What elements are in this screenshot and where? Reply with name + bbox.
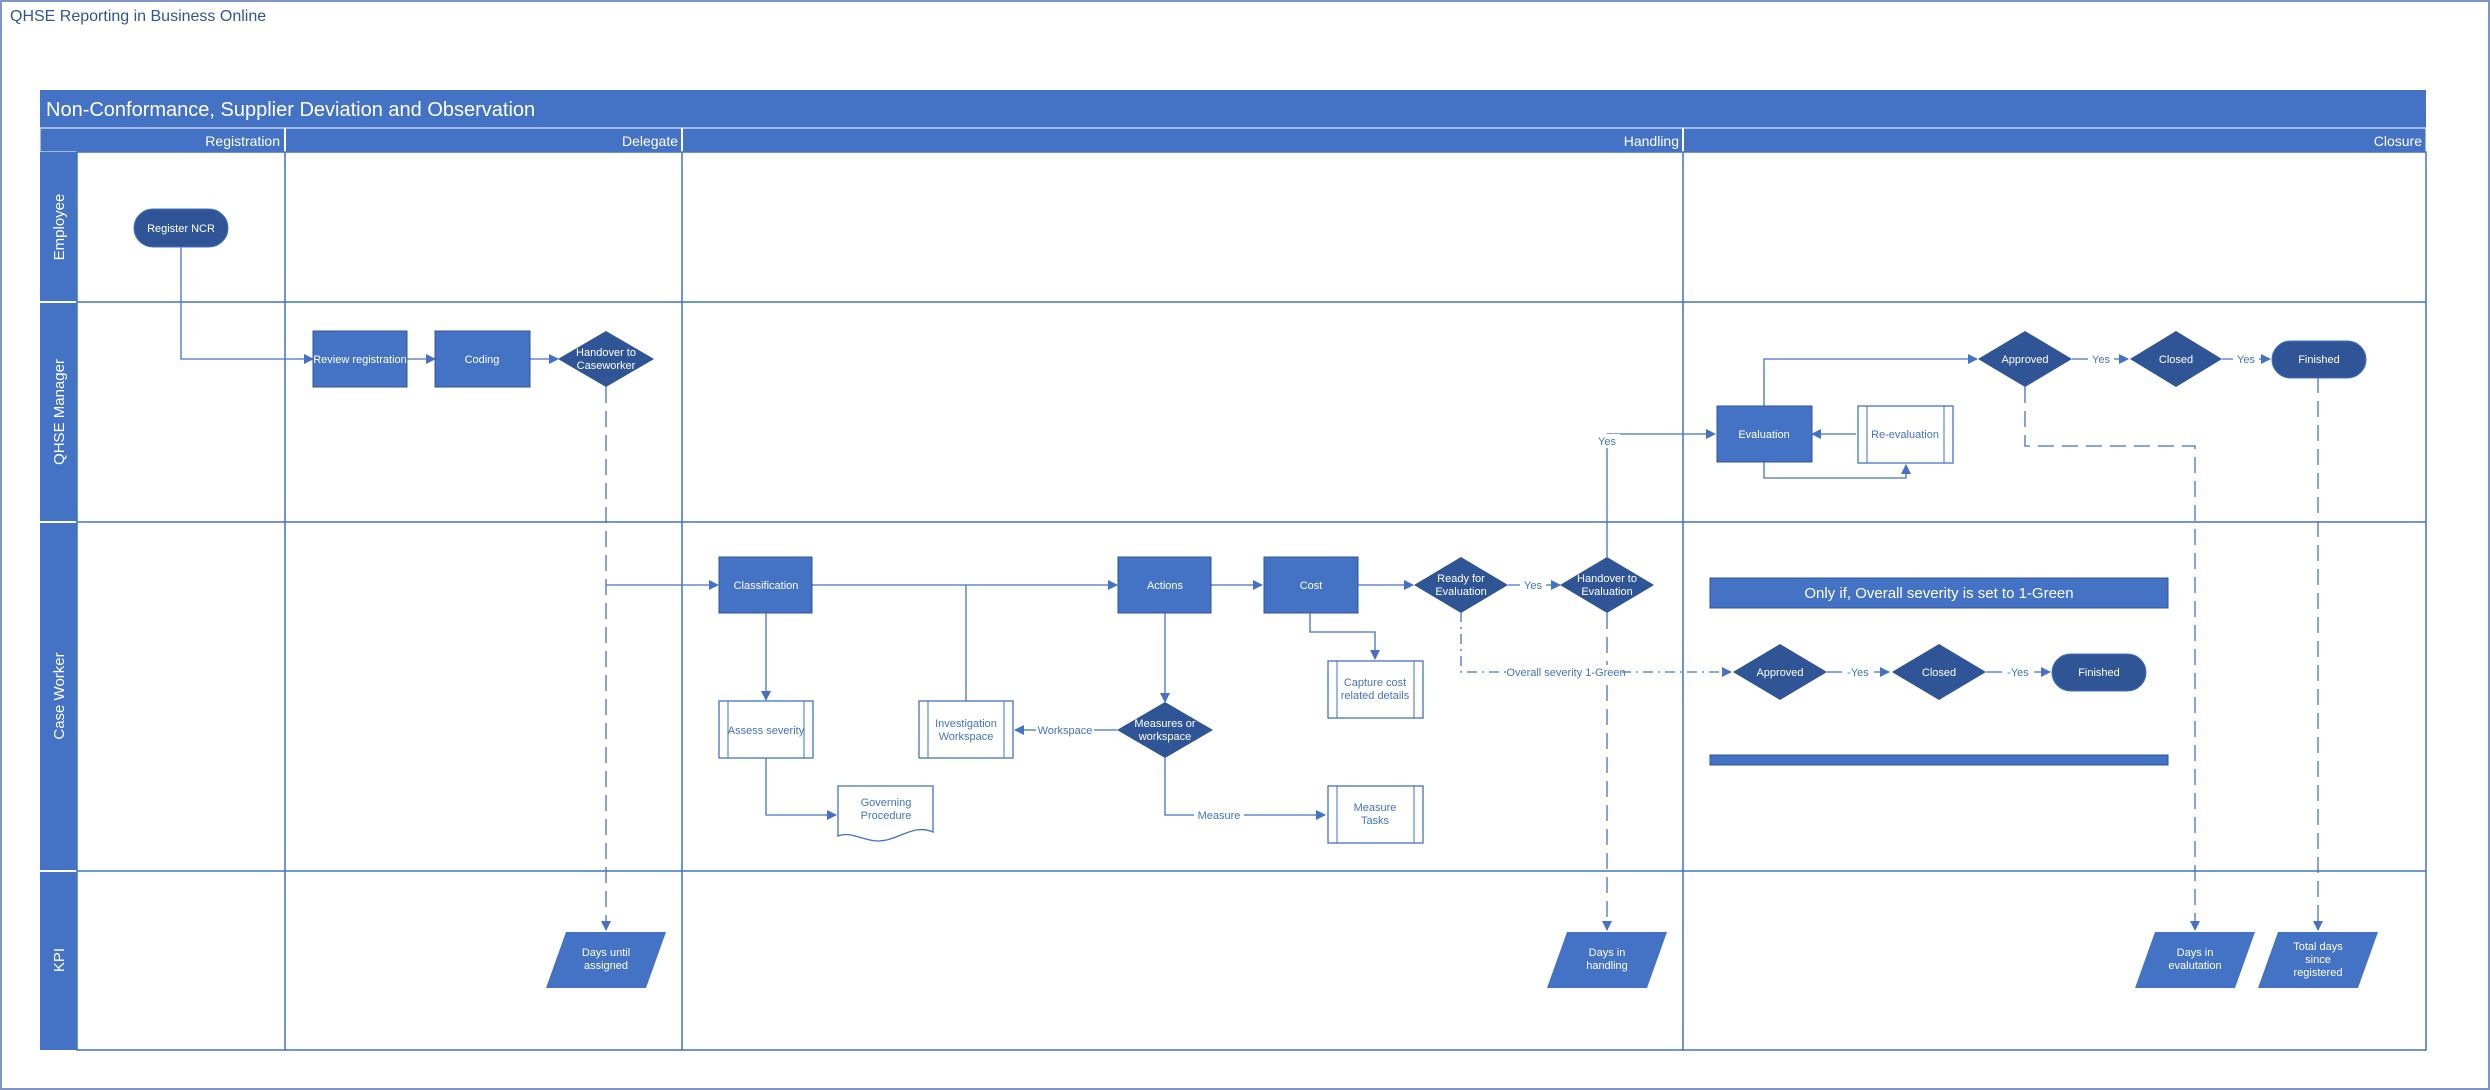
svg-text:Register NCR: Register NCR [147,223,215,235]
governing-procedure-document[interactable]: Governing Procedure [837,785,934,842]
edge-label-yes-green-approved: -Yes [1847,667,1869,679]
approved-decision[interactable]: Approved [1978,331,2072,387]
lane-grid [76,151,2427,1051]
svg-text:evalutation: evalutation [2168,960,2221,972]
phase-header-row [39,127,2427,153]
lane-qhse-manager: QHSE Manager [51,359,68,465]
capture-cost-subprocess[interactable]: Capture cost related details [1327,660,1424,719]
svg-text:Approved: Approved [1756,667,1803,679]
assess-severity-subprocess[interactable]: Assess severity [718,700,814,759]
finished-terminal[interactable]: Finished [2271,340,2367,379]
svg-text:Caseworker: Caseworker [577,360,636,372]
svg-text:Measures or: Measures or [1134,718,1195,730]
green-severity-bar [1709,754,2169,766]
phase-closure: Closure [2374,133,2422,149]
edge-label-yes-closed: Yes [2237,354,2255,366]
svg-text:Finished: Finished [2078,667,2120,679]
re-evaluation-subprocess[interactable]: Re-evaluation [1857,405,1954,464]
svg-text:since: since [2305,954,2331,966]
svg-text:Closed: Closed [1922,667,1956,679]
svg-text:registered: registered [2294,967,2343,979]
closed-green-decision[interactable]: Closed [1892,644,1986,700]
svg-text:workspace: workspace [1138,731,1192,743]
svg-text:Closed: Closed [2159,354,2193,366]
svg-text:handling: handling [1586,960,1628,972]
svg-text:Classification: Classification [734,580,799,592]
svg-text:related details: related details [1341,690,1410,702]
diagram-header [40,90,2426,128]
actions-node[interactable]: Actions [1117,556,1212,614]
svg-text:Actions: Actions [1147,580,1184,592]
finished-green-terminal[interactable]: Finished [2051,653,2147,692]
kpi-connectors [601,377,2323,931]
closed-decision[interactable]: Closed [2130,331,2222,387]
svg-text:assigned: assigned [584,960,628,972]
measures-or-workspace-decision[interactable]: Measures or workspace [1117,702,1213,758]
lane-kpi: KPI [51,948,68,972]
phase-registration: Registration [205,133,280,149]
svg-text:Review registration: Review registration [313,354,407,366]
svg-text:Procedure: Procedure [861,810,912,822]
edge-label-workspace: Workspace [1038,725,1093,737]
svg-text:Days in: Days in [2177,947,2214,959]
svg-text:Coding: Coding [465,354,500,366]
svg-text:Cost: Cost [1300,580,1323,592]
svg-text:Measure: Measure [1354,802,1397,814]
svg-text:Approved: Approved [2001,354,2048,366]
investigation-workspace-subprocess[interactable]: Investigation Workspace [918,700,1014,759]
svg-text:Finished: Finished [2298,354,2340,366]
edge-label-yes-handover: Yes [1598,436,1616,448]
edge-label-yes-green-closed: -Yes [2007,667,2029,679]
svg-text:Evaluation: Evaluation [1435,586,1486,598]
svg-text:Re-evaluation: Re-evaluation [1871,429,1939,441]
edge-label-measure: Measure [1198,810,1241,822]
svg-text:Workspace: Workspace [939,731,994,743]
handover-evaluation-decision[interactable]: Handover to Evaluation [1560,557,1654,613]
svg-text:Tasks: Tasks [1361,815,1390,827]
kpi-days-in-evaluation[interactable]: Days in evalutation [2135,932,2255,988]
svg-text:Handover to: Handover to [1577,573,1637,585]
edge-label-yes-ready: Yes [1524,580,1542,592]
svg-text:Days in: Days in [1589,947,1626,959]
svg-text:Assess severity: Assess severity [728,725,805,737]
svg-text:Only if, Overall severity is s: Only if, Overall severity is set to 1-Gr… [1804,585,2073,602]
svg-text:Days until: Days until [582,947,630,959]
svg-text:Capture cost: Capture cost [1344,677,1406,689]
kpi-days-in-handling[interactable]: Days in handling [1547,932,1667,988]
approved-green-decision[interactable]: Approved [1733,644,1827,700]
svg-text:Investigation: Investigation [935,718,997,730]
page-title: QHSE Reporting in Business Online [10,8,267,25]
measure-tasks-subprocess[interactable]: Measure Tasks [1327,785,1424,844]
coding-node[interactable]: Coding [434,330,531,388]
phase-handling: Handling [1624,133,1679,149]
green-severity-connector [1460,612,1732,677]
classification-node[interactable]: Classification [718,556,813,614]
review-registration-node[interactable]: Review registration [312,330,408,388]
phase-delegate: Delegate [622,133,678,149]
register-ncr-node[interactable]: Register NCR [133,208,229,248]
lane-label-column [40,152,77,1050]
evaluation-node[interactable]: Evaluation [1716,405,1813,463]
cost-node[interactable]: Cost [1263,556,1359,614]
green-severity-note: Only if, Overall severity is set to 1-Gr… [1709,577,2169,609]
svg-text:Total days: Total days [2293,941,2343,953]
svg-text:Evaluation: Evaluation [1738,429,1789,441]
edge-label-overall-severity: Overall severity 1-Green [1506,667,1625,679]
svg-text:Governing: Governing [861,797,912,809]
lane-employee: Employee [51,194,68,261]
ready-for-evaluation-decision[interactable]: Ready for Evaluation [1414,557,1508,613]
kpi-total-days[interactable]: Total days since registered [2258,932,2378,988]
edge-label-yes-approved: Yes [2092,354,2110,366]
svg-text:Evaluation: Evaluation [1581,586,1632,598]
lane-case-worker: Case Worker [51,652,68,739]
diagram-title: Non-Conformance, Supplier Deviation and … [46,99,535,121]
kpi-days-until-assigned[interactable]: Days until assigned [546,932,666,988]
handover-caseworker-decision[interactable]: Handover to Caseworker [558,331,654,387]
svg-text:Handover to: Handover to [576,347,636,359]
svg-text:Ready for: Ready for [1437,573,1485,585]
